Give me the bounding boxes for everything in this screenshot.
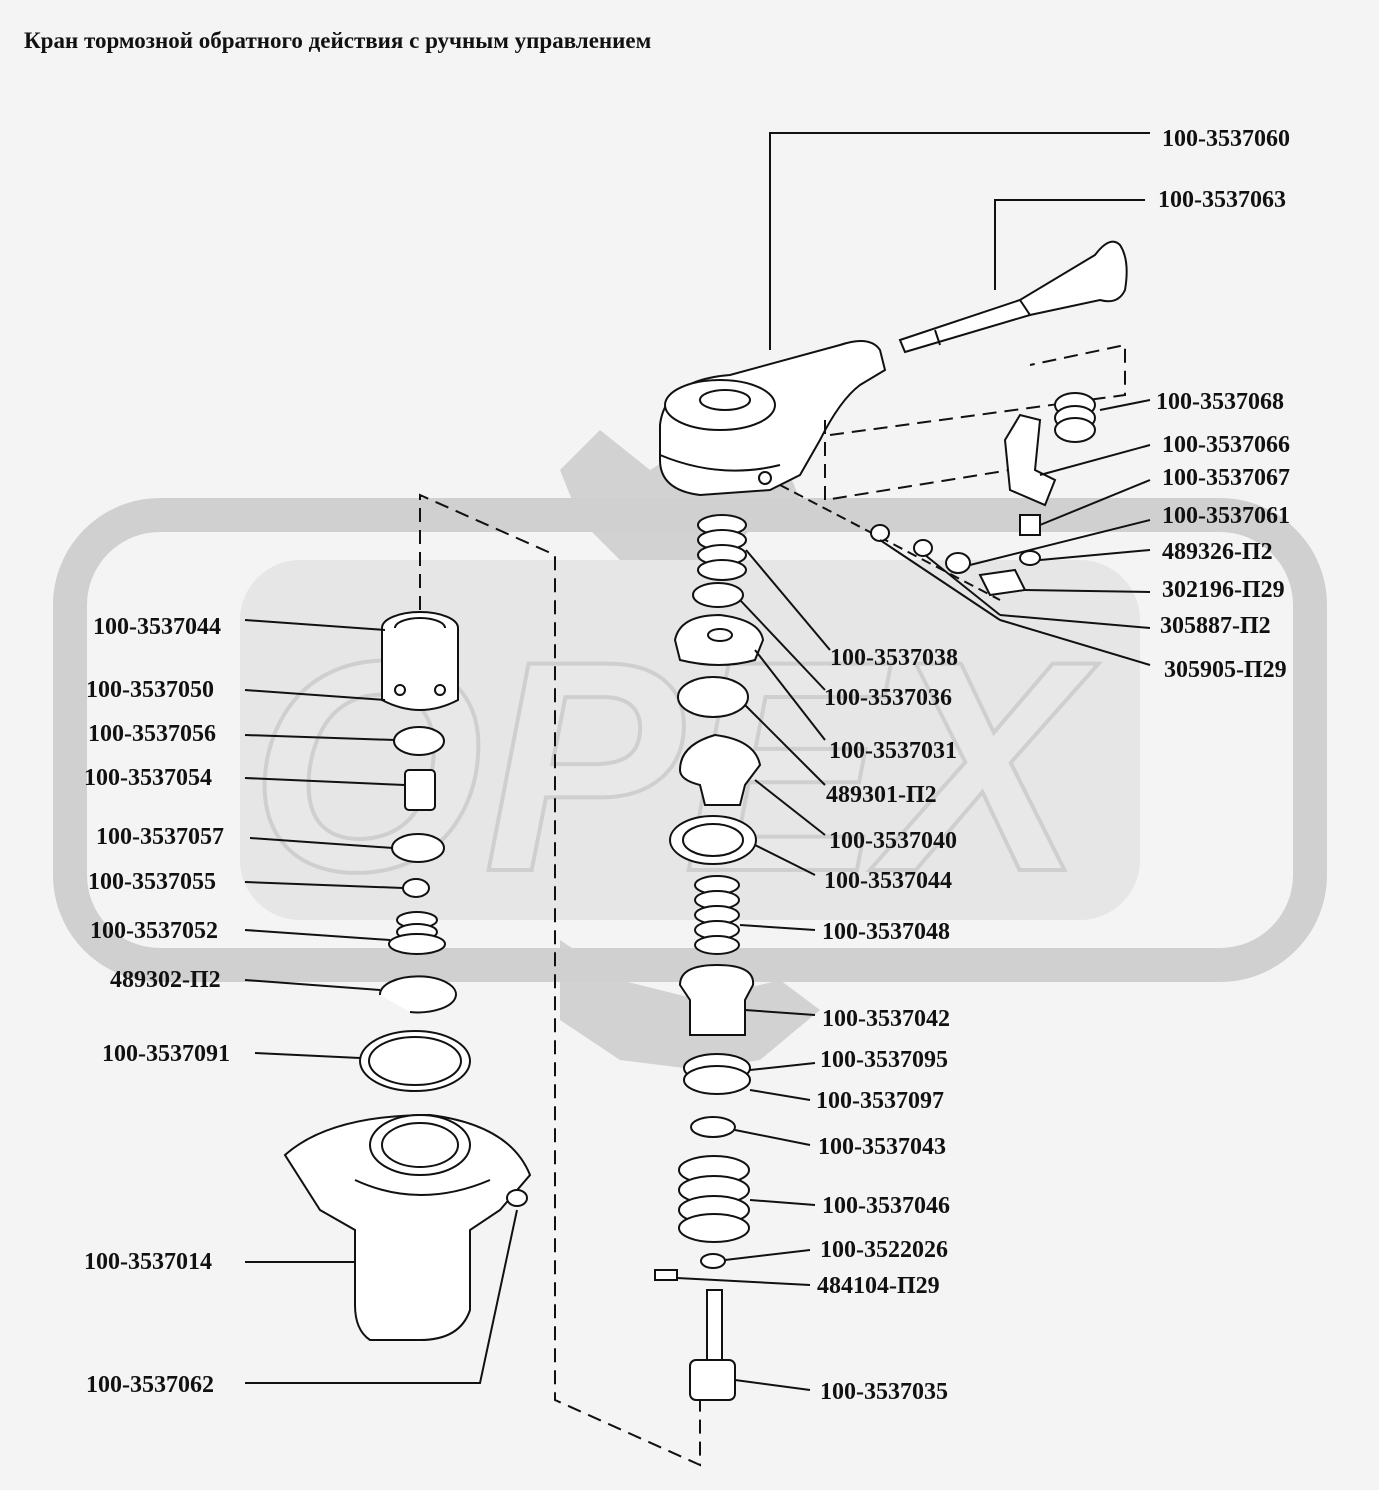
spring-small [1054,392,1096,443]
washer-part [700,1253,726,1269]
lower-housing-part [283,1113,532,1341]
spring-lower [678,1155,750,1243]
part-label: 100-3537036 [824,685,952,711]
part-label: 100-3537044 [93,614,221,640]
part-label: 100-3537062 [86,1372,214,1398]
nut-part [870,524,890,542]
part-label: 100-3537068 [1156,389,1284,415]
handle-knob [898,240,1128,354]
seal-part [391,833,445,863]
part-label: 100-3537091 [102,1041,230,1067]
part-label: 100-3537095 [820,1047,948,1073]
part-label: 302196-П29 [1162,577,1285,603]
part-label: 100-3537031 [829,738,957,764]
leader-line [769,132,1150,350]
washer-part [692,582,744,608]
retaining-ring-part [378,975,457,1014]
part-label: 100-3537061 [1162,503,1290,529]
part-label: 100-3537060 [1162,126,1290,152]
part-label: 100-3537054 [84,765,212,791]
piston-part [678,733,762,806]
washer-part [1019,550,1041,566]
lever-housing [659,340,887,497]
part-label: 305887-П2 [1160,613,1271,639]
part-label: 489302-П2 [110,967,221,993]
part-label: 100-3537046 [822,1193,950,1219]
leader-line [994,199,1145,290]
part-label: 100-3537040 [829,828,957,854]
part-label: 100-3537063 [1158,187,1286,213]
part-label: 305905-П29 [1164,657,1287,683]
spring-left [388,911,446,955]
part-label: 100-3537038 [830,645,958,671]
watermark-text: ОРЕХ [250,598,1099,934]
lever-part [673,613,765,666]
upper-body-part [381,611,459,711]
spring-middle [694,875,740,955]
part-label: 100-3537056 [88,721,216,747]
part-label: 100-3537043 [818,1134,946,1160]
part-label: 100-3537067 [1162,465,1290,491]
part-label: 100-3537066 [1162,432,1290,458]
sleeve-part [404,769,436,811]
part-label: 100-3537055 [88,869,216,895]
part-label: 100-3537014 [84,1249,212,1275]
part-label: 484104-П29 [817,1273,940,1299]
part-label: 489326-П2 [1162,539,1273,565]
valve-seat-part [678,963,755,1036]
page-title: Кран тормозной обратного действия с ручн… [24,28,652,53]
washer-part [945,552,971,574]
spring-upper [697,514,747,581]
part-label: 100-3537044 [824,868,952,894]
part-label: 100-3537057 [96,824,224,850]
stem-part [706,1289,723,1361]
part-label: 100-3537048 [822,919,950,945]
part-label: 100-3537042 [822,1006,950,1032]
valve-disc-part [393,726,445,756]
part-label: 100-3537050 [86,677,214,703]
o-ring-part [359,1030,471,1092]
pin-part [654,1269,678,1281]
part-label: 100-3522026 [820,1237,948,1263]
latch-part [1003,413,1057,507]
nut-part [913,539,933,557]
valve-body-part [689,1359,736,1401]
part-label: 489301-П2 [826,782,937,808]
washer-part [690,1116,736,1138]
part-label: 100-3537097 [816,1088,944,1114]
part-label: 100-3537035 [820,1379,948,1405]
diagram-linework [244,132,1151,1467]
part-label: 100-3537052 [90,918,218,944]
washer-part [402,878,430,898]
ring-part [677,676,749,718]
bolt-part [1019,514,1041,536]
